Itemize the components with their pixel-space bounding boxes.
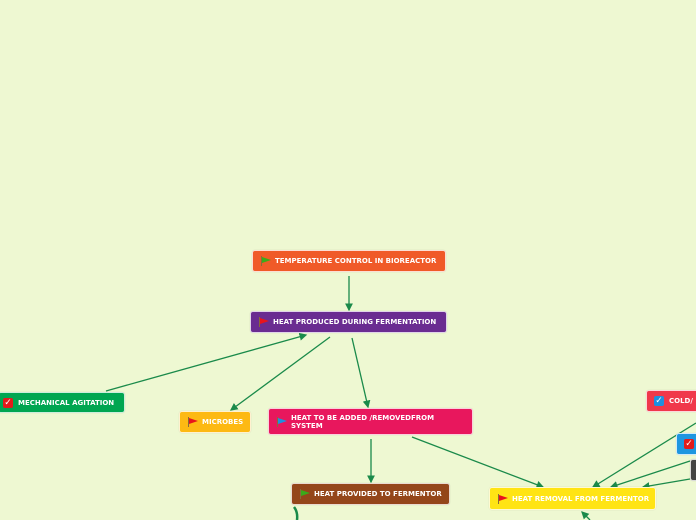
red-flag-icon xyxy=(258,317,269,327)
node-label: COLD/ xyxy=(669,397,693,405)
link-heat-produced-microbes xyxy=(229,336,331,411)
link-below-heat-removal xyxy=(581,511,591,520)
node-heat-provided[interactable]: HEAT PROVIDED TO FERMENTOR xyxy=(291,483,450,505)
node-dark[interactable] xyxy=(690,459,696,481)
blue-flag-icon xyxy=(276,416,287,427)
red-flag-icon xyxy=(497,493,508,504)
node-label: HEAT REMOVAL FROM FERMENTOR xyxy=(512,494,650,503)
red-check-icon: ✓ xyxy=(3,397,13,408)
blue-check-icon: ✓ xyxy=(654,396,664,406)
green-flag-icon xyxy=(260,256,271,266)
link-heat-produced-heat-added xyxy=(351,337,371,409)
node-label: MICROBES xyxy=(202,418,244,426)
node-heat-removal[interactable]: HEAT REMOVAL FROM FERMENTOR xyxy=(489,487,656,510)
node-label: MECHANICAL AGITATION xyxy=(18,398,115,407)
link-dark-heat-removal xyxy=(641,478,691,490)
node-temperature-control[interactable]: TEMPERATURE CONTROL IN BIOREACTOR xyxy=(252,250,446,272)
node-cold[interactable]: ✓ COLD/ xyxy=(646,390,696,412)
node-heat-produced[interactable]: HEAT PRODUCED DURING FERMENTATION xyxy=(250,311,447,333)
link-agitation-heat-produced xyxy=(105,332,308,392)
node-blue[interactable]: ✓ xyxy=(676,433,696,455)
node-label: HEAT PROVIDED TO FERMENTOR xyxy=(314,490,442,498)
node-heat-added-removed[interactable]: HEAT TO BE ADDED /REMOVEDFROM SYSTEM xyxy=(268,408,473,435)
green-flag-icon xyxy=(299,489,310,499)
node-mechanical-agitation[interactable]: ✓ MECHANICAL AGITATION xyxy=(0,392,125,413)
link-blue-heat-removal xyxy=(609,460,691,489)
node-microbes[interactable]: MICROBES xyxy=(179,411,251,433)
link-heat-added-heat-removal xyxy=(411,436,545,489)
red-flag-icon xyxy=(187,417,198,427)
node-label: HEAT PRODUCED DURING FERMENTATION xyxy=(273,318,437,326)
node-label: TEMPERATURE CONTROL IN BIOREACTOR xyxy=(275,257,437,265)
link-heat-provided-below xyxy=(292,506,299,520)
node-label: HEAT TO BE ADDED /REMOVEDFROM SYSTEM xyxy=(291,413,435,430)
red-check-icon: ✓ xyxy=(684,439,694,449)
